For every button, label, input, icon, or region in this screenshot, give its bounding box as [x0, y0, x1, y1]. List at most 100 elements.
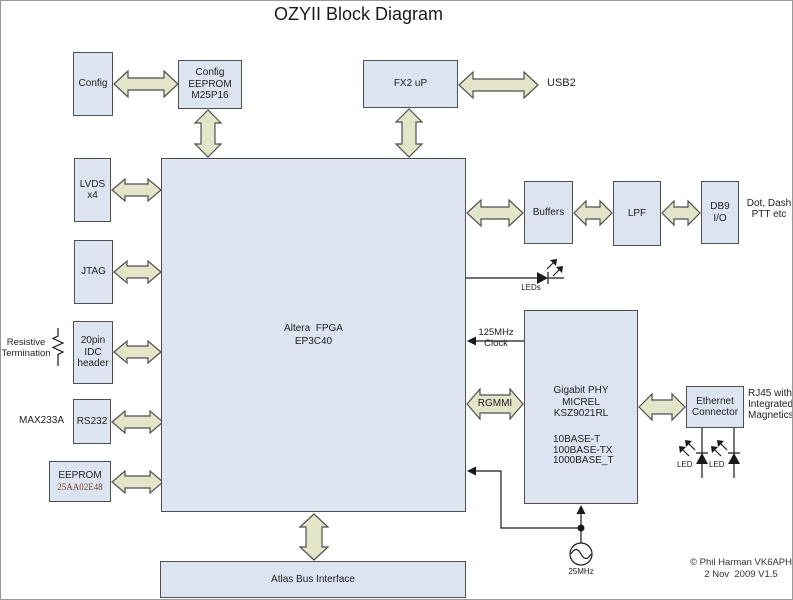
- clock-arrowhead: [467, 336, 476, 346]
- eeprom-line1: EEPROM: [58, 470, 102, 482]
- lpf-label: LPF: [627, 207, 647, 219]
- lvds-line: LVDS: [79, 178, 106, 190]
- arrow-fpga-atlas: [298, 513, 330, 561]
- diagram-title: OZYII Block Diagram: [273, 4, 444, 24]
- leds-label: LEDs: [521, 283, 541, 292]
- usb2-label: USB2: [547, 77, 576, 89]
- jtag-box: JTAG: [74, 240, 113, 304]
- phy-title-group: Gigabit PHY MICREL KSZ9021RL: [525, 385, 637, 420]
- arrow-jtag-fpga: [113, 259, 162, 285]
- phy-standard: 10BASE-T: [553, 434, 601, 445]
- phy-line: Gigabit PHY: [553, 385, 609, 396]
- rj45-label: RJ45 with Integrated Magnetics: [748, 388, 793, 421]
- arrow-buffers-lpf: [573, 199, 613, 227]
- config-eeprom-line: M25P16: [191, 90, 229, 102]
- rj45-line: Integrated: [748, 399, 793, 410]
- arrow-fx2-fpga-vertical: [394, 108, 424, 158]
- dot-dash-line: PTT etc: [751, 209, 787, 220]
- phy-box: Gigabit PHY MICREL KSZ9021RL 10BASE-T 10…: [524, 310, 638, 504]
- dot-dash-label: Dot, Dash PTT etc: [743, 198, 792, 220]
- resistive-line: Termination: [1, 348, 51, 359]
- osc-arrowhead-phy: [576, 505, 586, 514]
- fpga-line2: EP3C40: [294, 336, 333, 347]
- arrow-lvds-fpga: [111, 177, 162, 203]
- arrow-eeprom-fpga: [111, 469, 164, 495]
- rj45-line: Magnetics: [748, 410, 793, 421]
- idc-line: 20pin: [80, 335, 106, 347]
- phy-standard: 1000BASE_T: [553, 455, 614, 466]
- eth-led-emission-arrowhead: [679, 446, 686, 453]
- arrow-eeprom-fpga-vertical: [193, 109, 223, 158]
- buffers-box: Buffers: [524, 181, 573, 244]
- fpga-line1: Altera FPGA: [284, 323, 343, 334]
- oscillator-sine: [570, 548, 592, 560]
- led-emission-arrowhead: [550, 259, 557, 266]
- oscillator-label: 25MHz: [568, 567, 594, 576]
- copyright: © Phil Harman VK6APH 2 Nov 2009 V1.5: [686, 557, 793, 581]
- eth-led-emission-arrowhead: [685, 440, 692, 447]
- eth-led-emission-left: [681, 442, 696, 457]
- led-diode-icon: [537, 272, 548, 284]
- arrow-phy-ethernet: [638, 392, 686, 422]
- ethernet-line: Connector: [691, 407, 739, 418]
- db9-line: I/O: [713, 212, 727, 224]
- arrow-rgmmi: [466, 387, 524, 421]
- ethernet-connector-box: Ethernet Connector: [686, 386, 744, 428]
- eeprom-box: EEPROM 25AA02E48: [49, 461, 111, 502]
- config-eeprom-line: Config: [195, 67, 225, 79]
- lvds-box: LVDS x4: [74, 158, 111, 222]
- arrow-config-eeprom: [113, 69, 179, 99]
- arrow-fpga-buffers: [466, 198, 524, 228]
- eth-led-emission-arrowhead: [717, 440, 724, 447]
- eeprom-part-number: 25AA02E48: [57, 481, 103, 492]
- led-right-label: LED: [709, 460, 725, 469]
- clock-line: Clock: [484, 338, 508, 349]
- atlas-label: Atlas Bus Interface: [271, 573, 355, 585]
- phy-line: KSZ9021RL: [553, 408, 609, 419]
- lpf-box: LPF: [613, 181, 661, 246]
- resistive-termination-label: Resistive Termination: [1, 337, 51, 359]
- db9-line: DB9: [710, 201, 730, 212]
- dot-dash-line: Dot, Dash: [746, 198, 792, 209]
- resistive-line: Resistive: [6, 337, 46, 348]
- clock-label: 125MHz Clock: [474, 327, 518, 349]
- led-left-label: LED: [677, 460, 693, 469]
- rj45-line: RJ45 with: [748, 388, 792, 399]
- phy-standards-group: 10BASE-T 100BASE-TX 1000BASE_T: [553, 434, 614, 467]
- lvds-line: x4: [87, 190, 98, 201]
- fx2-label: FX2 uP: [393, 78, 428, 90]
- copyright-line2: 2 Nov 2009 V1.5: [704, 569, 778, 580]
- config-label: Config: [78, 78, 108, 90]
- eth-led-emission-arrowhead: [711, 446, 718, 453]
- arrow-lpf-db9: [661, 199, 701, 227]
- clock-line: 125MHz: [478, 327, 514, 338]
- copyright-line1: © Phil Harman VK6APH: [689, 557, 793, 568]
- config-box: Config: [73, 52, 113, 116]
- rs232-label: RS232: [76, 415, 108, 427]
- db9-box: DB9 I/O: [701, 181, 739, 244]
- rs232-box: RS232: [73, 399, 111, 444]
- atlas-bus-box: Atlas Bus Interface: [160, 561, 466, 598]
- idc-line: IDC: [84, 346, 102, 358]
- phy-line: MICREL: [562, 396, 600, 408]
- idc-header-box: 20pin IDC header: [73, 321, 113, 384]
- eth-led-diode-left: [696, 453, 708, 464]
- config-eeprom-line: EEPROM: [188, 78, 232, 90]
- arrow-idc-fpga: [113, 339, 162, 365]
- osc-arrowhead-fpga: [467, 466, 476, 476]
- buffers-label: Buffers: [532, 206, 565, 218]
- wire-osc-routing: [471, 470, 582, 529]
- rgmmi-label: RGMMI: [477, 398, 513, 409]
- idc-line: header: [77, 358, 109, 370]
- jtag-label: JTAG: [81, 266, 106, 278]
- arrow-rs232-fpga: [111, 409, 164, 435]
- fpga-box: Altera FPGA EP3C40: [161, 158, 466, 512]
- ethernet-line: Ethernet: [696, 395, 734, 407]
- config-eeprom-box: Config EEPROM M25P16: [178, 60, 242, 109]
- led-emission-arrowhead: [556, 266, 563, 273]
- fx2-box: FX2 uP: [363, 60, 458, 108]
- arrow-fx2-usb2: [458, 70, 539, 100]
- max233a-label: MAX233A: [19, 415, 65, 426]
